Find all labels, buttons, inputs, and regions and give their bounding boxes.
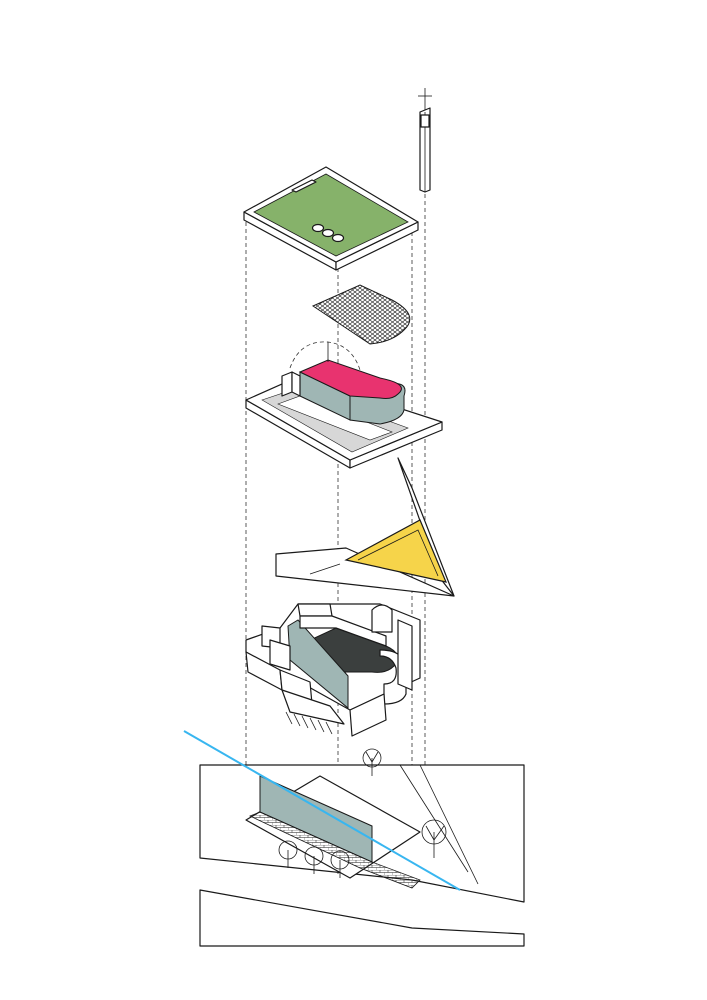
upper-floor: [245, 341, 443, 469]
lattice-screen: [311, 284, 411, 345]
site-base: [183, 730, 525, 947]
roof-slab: [243, 166, 419, 271]
tree-icon: [278, 840, 298, 868]
apse-floor: [298, 359, 402, 399]
tree-icon: [330, 850, 350, 878]
tree-icon: [421, 819, 447, 858]
wedge-plate: [275, 457, 455, 597]
site-line: [183, 730, 461, 891]
tree-icon: [304, 846, 324, 874]
yellow-wedge: [344, 519, 448, 583]
spire: [418, 88, 432, 193]
ground-floor: [245, 603, 421, 737]
tree-icon: [362, 748, 382, 776]
